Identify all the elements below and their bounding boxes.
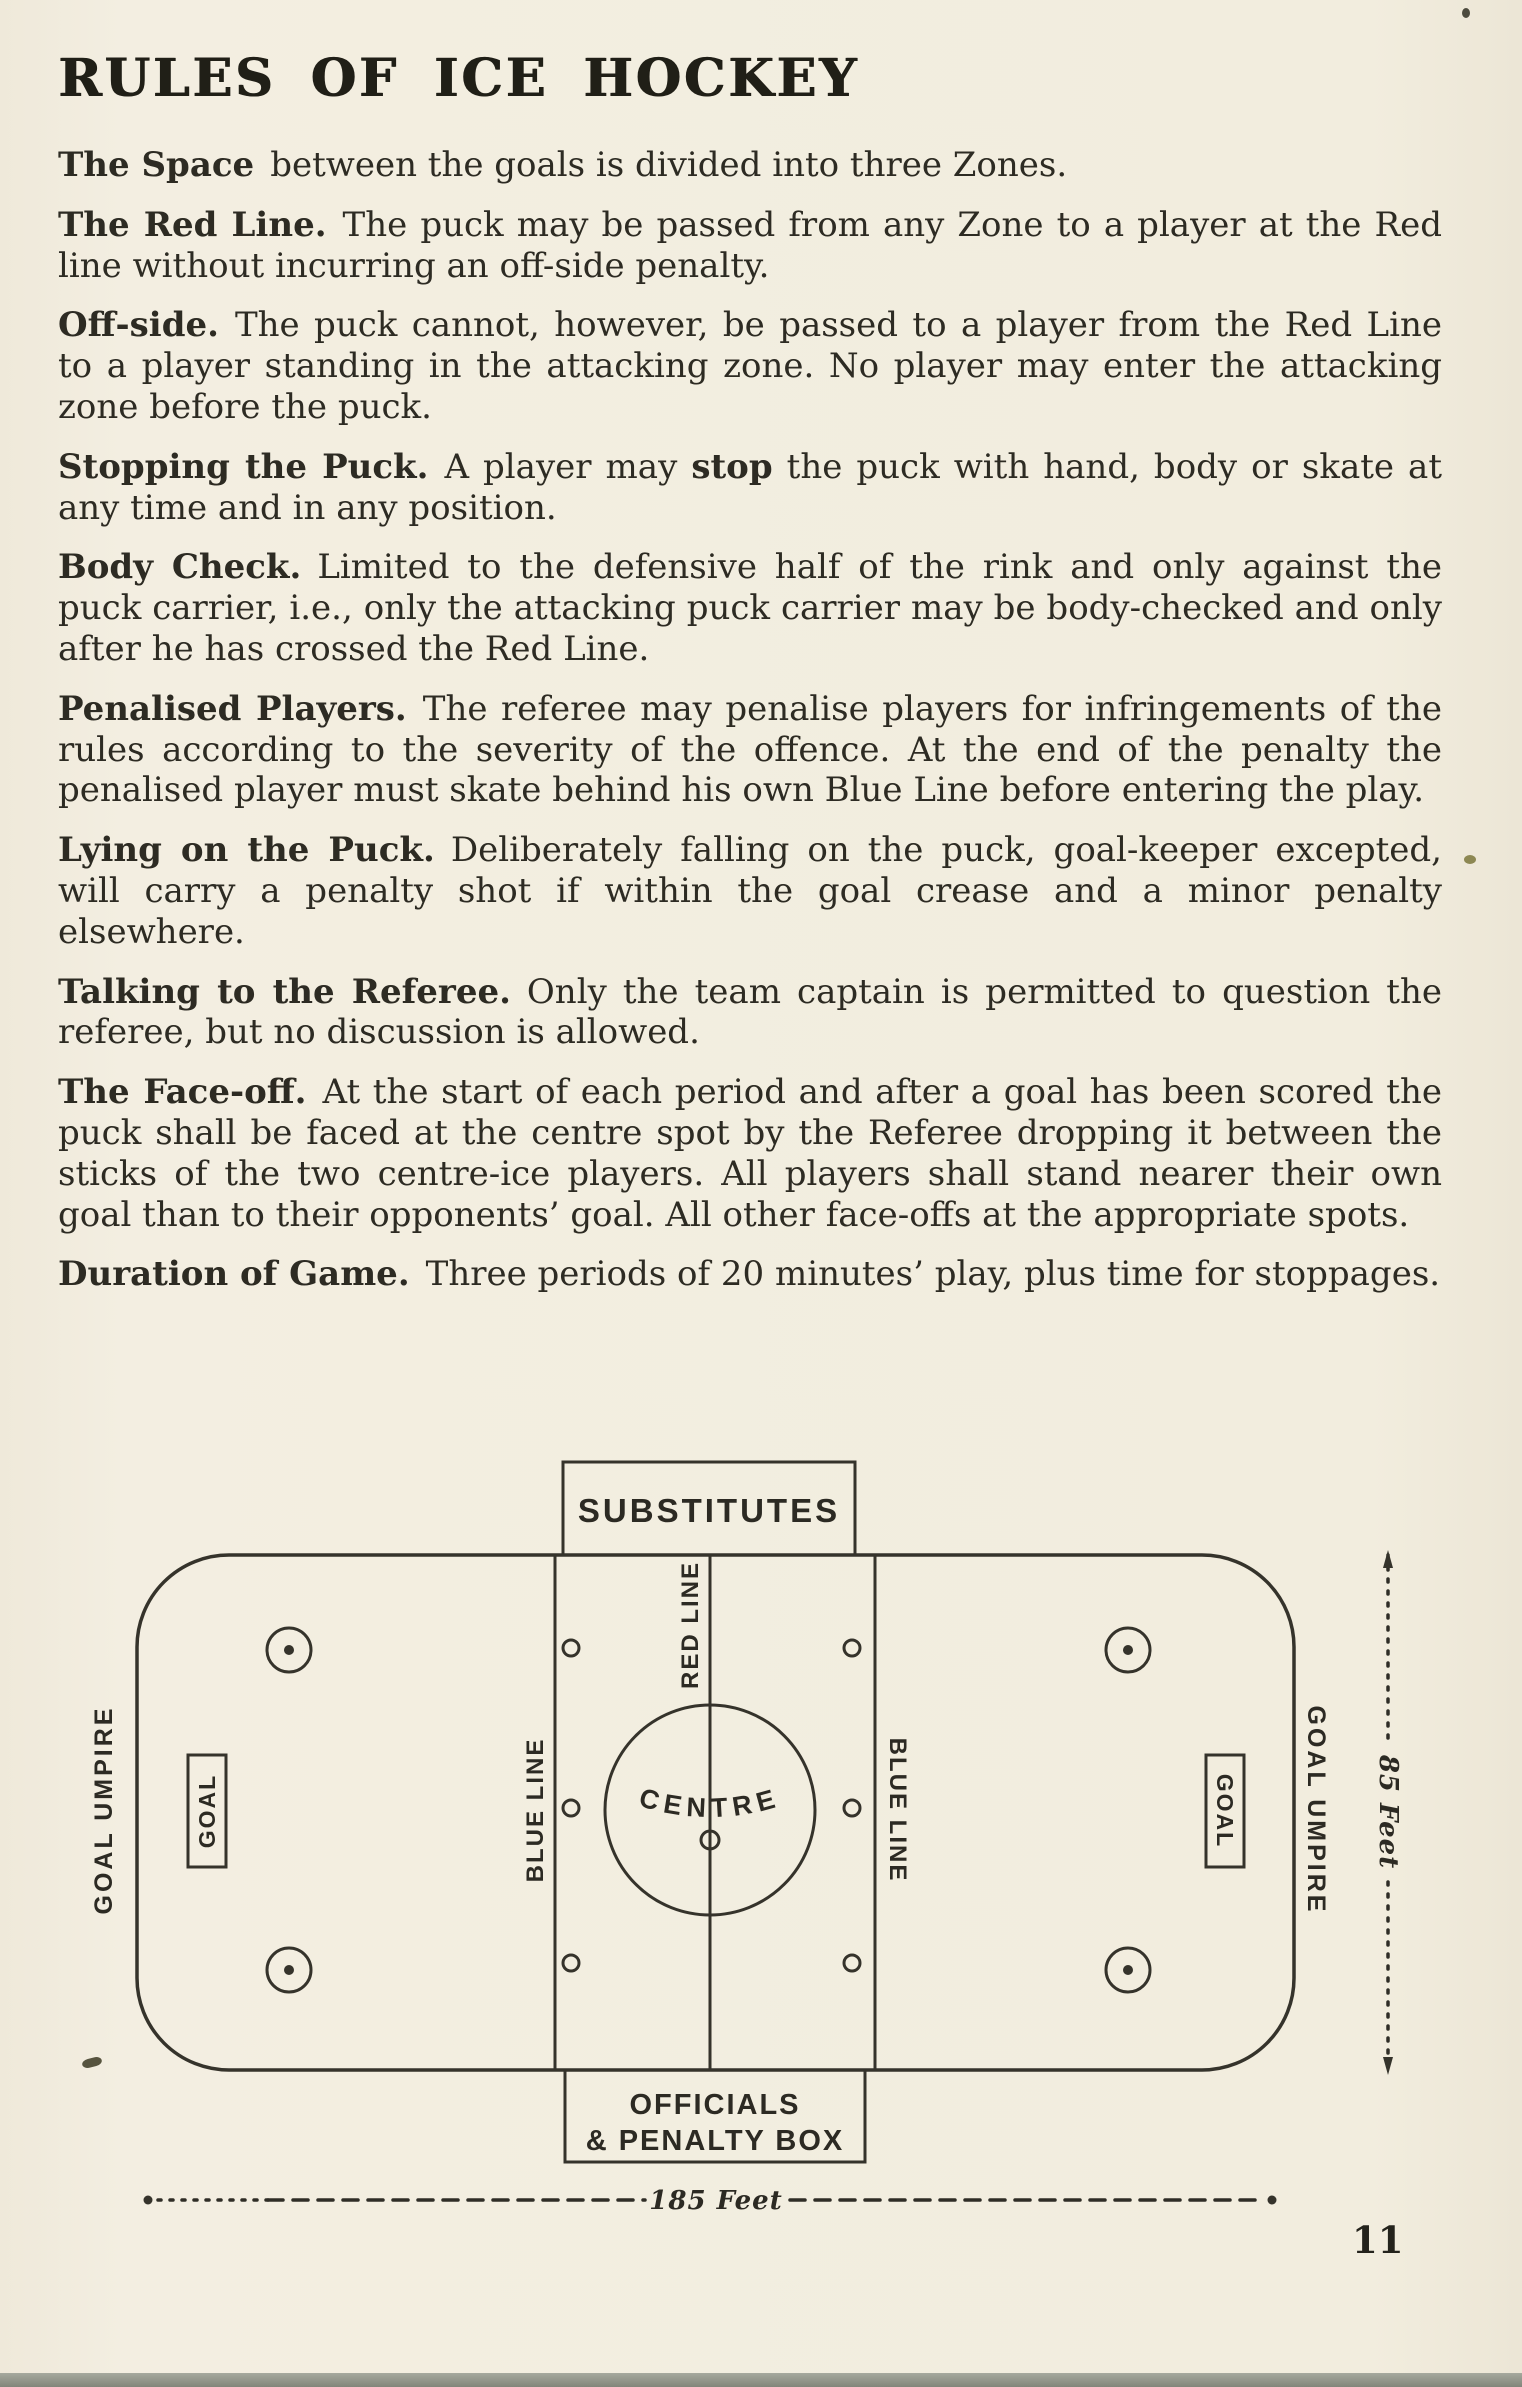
face-off-circle: [1104, 1946, 1152, 1994]
paragraph-talking-to-referee: Talking to the Referee.Only the team cap…: [58, 972, 1442, 1054]
face-off-circle: [1104, 1626, 1152, 1674]
paragraph-body: between the goals is divided into three …: [270, 145, 1068, 185]
paragraph-body: A player may: [444, 446, 678, 487]
centre-circle: [603, 1703, 817, 1917]
goal-umpire-label-left: GOAL UMPIRE: [90, 1706, 118, 1915]
paragraph-body: Deliberately falling on the puck, goal-k…: [58, 830, 1442, 952]
face-off-spot: [842, 1953, 862, 1973]
paragraph-body-check: Body Check.Limited to the defensive half…: [58, 547, 1442, 669]
blue-line-label-right: BLUE LINE: [884, 1738, 911, 1883]
officials-penalty-box: [563, 2068, 867, 2164]
face-off-spot: [842, 1798, 862, 1818]
centre-face-off-spot: [699, 1829, 721, 1851]
goal-box-left: [186, 1753, 228, 1869]
paragraph-stopping-the-puck: Stopping the Puck. A player may stop the …: [58, 447, 1442, 529]
dimension-end-dot: [1267, 2195, 1277, 2205]
page-number: 11: [1352, 2218, 1404, 2262]
paragraph-lead: The Face-off.: [58, 1072, 307, 1113]
paragraph-lead: Penalised Players.: [58, 688, 407, 729]
paragraph-body: The puck cannot, however, be passed to a…: [58, 305, 1442, 427]
paragraph-lead: Duration of Game.: [58, 1254, 410, 1295]
paragraph-body: Three periods of 20 minutes’ play, plus …: [425, 1254, 1441, 1295]
substitutes-label: SUBSTITUTES: [578, 1492, 840, 1529]
officials-label-line2: & PENALTY BOX: [586, 2125, 845, 2157]
scan-speck: [1462, 8, 1470, 18]
paragraph-lead: The Space: [58, 145, 255, 185]
rink-diagram: SUBSTITUTES CENTRE: [90, 1460, 1403, 2216]
goal-box-right: [1204, 1753, 1246, 1869]
officials-label-line1: OFFICIALS: [629, 2089, 800, 2121]
goal-label-right: GOAL: [1212, 1774, 1238, 1848]
goal-umpire-label-right: GOAL UMPIRE: [1302, 1706, 1330, 1915]
paragraph-bold-word: stop: [691, 446, 773, 487]
paragraph-duration-of-game: Duration of Game. Three periods of 20 min…: [58, 1254, 1442, 1295]
goal-label-left: GOAL: [194, 1774, 220, 1848]
paragraph-lying-on-the-puck: Lying on the Puck.Deliberately falling o…: [58, 830, 1442, 952]
paragraph-body: the puck with hand, body or skate at any…: [58, 446, 1442, 528]
face-off-spot: [842, 1638, 862, 1658]
face-off-circle: [265, 1626, 313, 1674]
paragraph-lead: Off-side.: [58, 305, 219, 346]
paragraph-lead: Body Check.: [58, 547, 302, 588]
paragraph-the-space: The Space between the goals is divided in…: [58, 145, 1442, 186]
paragraph-body: At the start of each period and after a …: [58, 1072, 1442, 1235]
face-off-circle: [265, 1946, 313, 1994]
paragraph-body: The referee may penalise players for inf…: [58, 688, 1442, 811]
length-dimension-label: 185 Feet: [649, 2186, 782, 2216]
paragraph-lead: Lying on the Puck.: [58, 830, 435, 871]
paragraph-lead: The Red Line.: [58, 204, 327, 245]
page-title: RULES OF ICE HOCKEY: [58, 48, 859, 109]
paragraph-face-off: The Face-off.At the start of each period…: [58, 1072, 1442, 1235]
dimension-arrow-up: [1383, 1550, 1393, 1568]
scan-edge-band: [0, 2373, 1522, 2387]
paragraph-off-side: Off-side.The puck cannot, however, be pa…: [58, 305, 1442, 427]
dimension-arrow-down: [1383, 2057, 1393, 2075]
face-off-spot: [561, 1638, 581, 1658]
face-off-spot: [561, 1953, 581, 1973]
blue-line-label-left: BLUE LINE: [522, 1738, 549, 1883]
paragraph-lead: Talking to the Referee.: [58, 971, 511, 1012]
red-line-label: RED LINE: [677, 1561, 704, 1689]
width-dimension-label: 85 Feet: [1373, 1754, 1403, 1869]
dimension-end-dot: [143, 2195, 153, 2205]
scan-speck: [1464, 855, 1476, 864]
paragraph-body: The puck may be passed from any Zone to …: [58, 204, 1442, 286]
paragraph-penalised-players: Penalised Players.The referee may penali…: [58, 689, 1442, 811]
rules-text: RULES OF ICE HOCKEY The Space between the…: [58, 48, 1442, 1314]
face-off-spot: [561, 1798, 581, 1818]
paragraph-body: Limited to the defensive half of the rin…: [58, 547, 1442, 669]
paragraph-body: Only the team captain is permitted to qu…: [58, 971, 1442, 1053]
paragraph-red-line: The Red Line.The puck may be passed from…: [58, 205, 1442, 287]
paragraph-lead: Stopping the Puck.: [58, 446, 429, 487]
